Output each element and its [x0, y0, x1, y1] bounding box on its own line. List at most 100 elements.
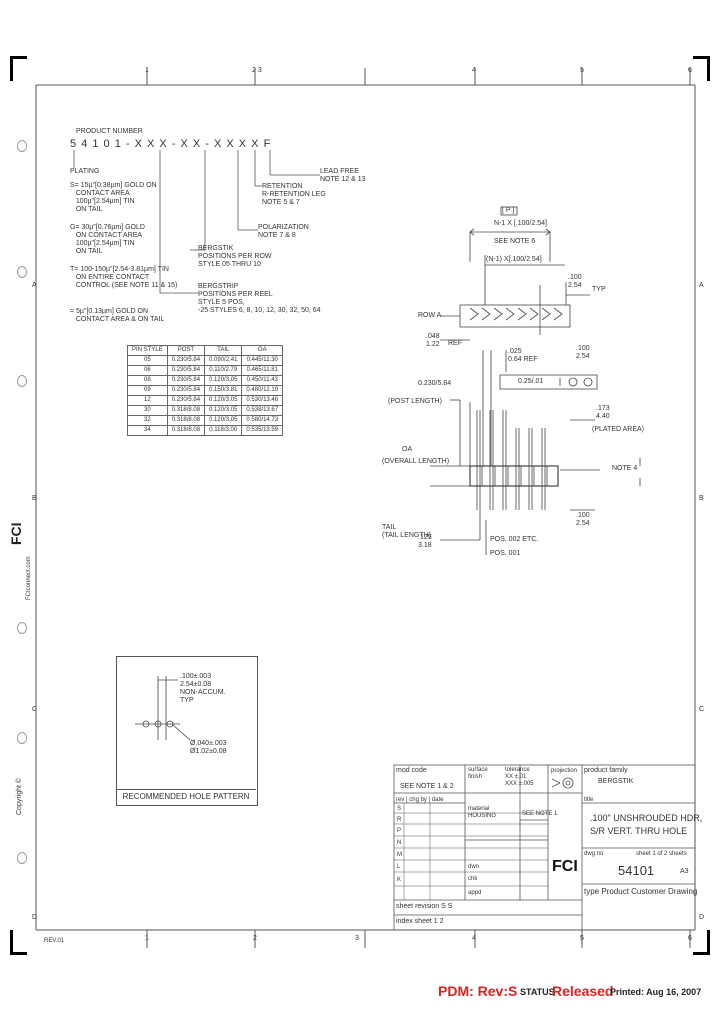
rev-m: M	[397, 852, 402, 858]
plating-option-g: G= 30µ"[0.76µm] GOLD ON CONTACT AREA 100…	[70, 224, 145, 255]
hole-diameter-dim: Ø.040±.003 Ø1.02±0.08	[190, 740, 227, 755]
zone-left-c: C	[32, 706, 38, 713]
zone-bottom-5: 5	[580, 935, 584, 942]
dwg-number: 54101	[618, 863, 655, 878]
plating-label: PLATING	[70, 168, 100, 175]
checked-label: chk	[468, 876, 478, 882]
corner-mark-top-right	[693, 56, 710, 81]
lead-free-note: LEAD FREE NOTE 12 & 13	[320, 168, 366, 183]
zone-right-b: B	[699, 495, 704, 502]
n-dim-label: N-1 X [.100/2.54]	[494, 220, 547, 227]
oa-label: OA	[402, 446, 413, 453]
size-label: A3	[680, 868, 689, 875]
zone-right-c: C	[699, 706, 705, 713]
pdm-revision: PDM: Rev:S	[438, 983, 518, 999]
product-family-label: product family	[584, 767, 628, 774]
zone-right-a: A	[699, 282, 704, 289]
hole-spacing-dim: .100±.003 2.54±0.08 NON-ACCUM. TYP	[180, 673, 226, 704]
tolerance-block: tolerance XX ±.01 XXX ±.005	[505, 767, 534, 787]
mod-code-label: mod code	[396, 767, 427, 774]
sheet-revision-row: sheet revision S S	[396, 903, 453, 910]
fci-logo: FCI	[552, 858, 578, 875]
material-label: material HOUSING	[468, 806, 497, 819]
hole-pattern-box	[116, 656, 258, 806]
status-label: STATUS	[520, 987, 555, 997]
rev-l: L	[397, 864, 401, 870]
n1-dim-label: (N-1) X[.100/2.54]	[486, 256, 542, 263]
title-label: title	[584, 797, 594, 803]
post-dim: 0.230/5.84	[418, 380, 452, 387]
corner-mark-bottom-left	[10, 930, 27, 955]
see-note-label: SEE NOTE 6	[494, 238, 536, 245]
drawing-type: type Product Customer Drawing	[584, 887, 698, 896]
surface-finish: surface finish	[468, 767, 488, 780]
ref-label-1: REF	[448, 340, 462, 347]
punch-hole	[17, 266, 27, 278]
rev-s: S	[397, 806, 402, 812]
table-header-row: PIN STYLE POST TAIL OA	[127, 345, 284, 356]
product-family-value: BERGSTIK	[598, 778, 634, 785]
rev-code: REV.01	[44, 938, 65, 944]
pitch-dim: .100 2.54	[568, 274, 582, 289]
punch-hole	[17, 732, 27, 744]
tolerance-box: 0.25/.01	[518, 378, 544, 385]
sq-dim: .025 0.64 REF	[508, 348, 538, 363]
retention-note: RETENTION R-RETENTION LEG NOTE 5 & 7	[262, 183, 326, 206]
punch-hole	[17, 852, 27, 864]
tail-dim: .125 3.18	[418, 534, 432, 549]
punch-hole	[17, 622, 27, 634]
zone-left-b: B	[32, 495, 37, 502]
zone-top-2: 2 3	[252, 67, 262, 74]
hole-pattern-title: RECOMMENDED HOLE PATTERN	[116, 789, 256, 804]
zone-top-4: 4	[472, 67, 476, 74]
polarization-note: POLARIZATION NOTE 7 & 8	[258, 224, 309, 239]
plating-option-t: T= 100-150µ"[2.54-3.81µm] TIN ON ENTIRE …	[70, 266, 178, 289]
table-cell: 0.118/3.00	[204, 425, 243, 436]
rev-k: K	[397, 877, 402, 883]
typ-label: TYP	[592, 286, 606, 293]
corner-mark-top-left	[10, 56, 27, 81]
rev-r: R	[397, 817, 402, 823]
punch-hole	[17, 140, 27, 152]
dim-173: .173 4.40	[596, 405, 610, 420]
rev-header: rev | chg by | date	[396, 797, 444, 803]
bergstik-note: BERGSTIK POSITIONS PER ROW STYLE 05 THRU…	[198, 245, 272, 268]
rev-n: N	[397, 840, 402, 846]
table-cell: 0.535/13.59	[241, 425, 284, 436]
zone-right-d: D	[699, 914, 705, 921]
dwg-no-label: dwg no	[584, 851, 604, 857]
printed-date: Printed: Aug 16, 2007	[610, 987, 702, 997]
sheet-count-label: sheet 1 of 2 sheets	[636, 851, 687, 857]
rev-p: P	[397, 828, 402, 834]
dim-100: .100 2.54	[576, 345, 590, 360]
tail-length-label: TAIL (TAIL LENGTH)	[382, 524, 432, 539]
post-length-label: (POST LENGTH)	[388, 398, 442, 405]
pos-001-label: POS. 001	[490, 550, 521, 557]
zone-bottom-4: 4	[472, 935, 476, 942]
zone-top-6: 6	[688, 67, 692, 74]
zone-bottom-3: 3	[355, 935, 359, 942]
row-a-label: ROW A	[418, 312, 442, 319]
plating-option-s: S= 15µ"[0.38µm] GOLD ON CONTACT AREA 100…	[70, 182, 157, 213]
pos-002-label: POS. 002 ETC.	[490, 536, 539, 543]
corner-mark-bottom-right	[693, 930, 710, 955]
zone-bottom-2: 2	[253, 935, 257, 942]
zone-left-a: A	[32, 282, 37, 289]
material-note: SEE NOTE 1	[522, 811, 558, 817]
zone-left-d: D	[32, 914, 38, 921]
zone-bottom-6: 6	[688, 935, 692, 942]
index-sheet-row: index sheet 1 2	[396, 918, 444, 925]
punch-hole	[17, 375, 27, 387]
zone-top-5: 5	[580, 67, 584, 74]
plated-area-label: (PLATED AREA)	[592, 426, 644, 433]
dim-100b: .100 2.54	[576, 512, 590, 527]
mod-code-note: SEE NOTE 1 & 2	[400, 783, 454, 790]
status-value: Released	[552, 983, 614, 999]
